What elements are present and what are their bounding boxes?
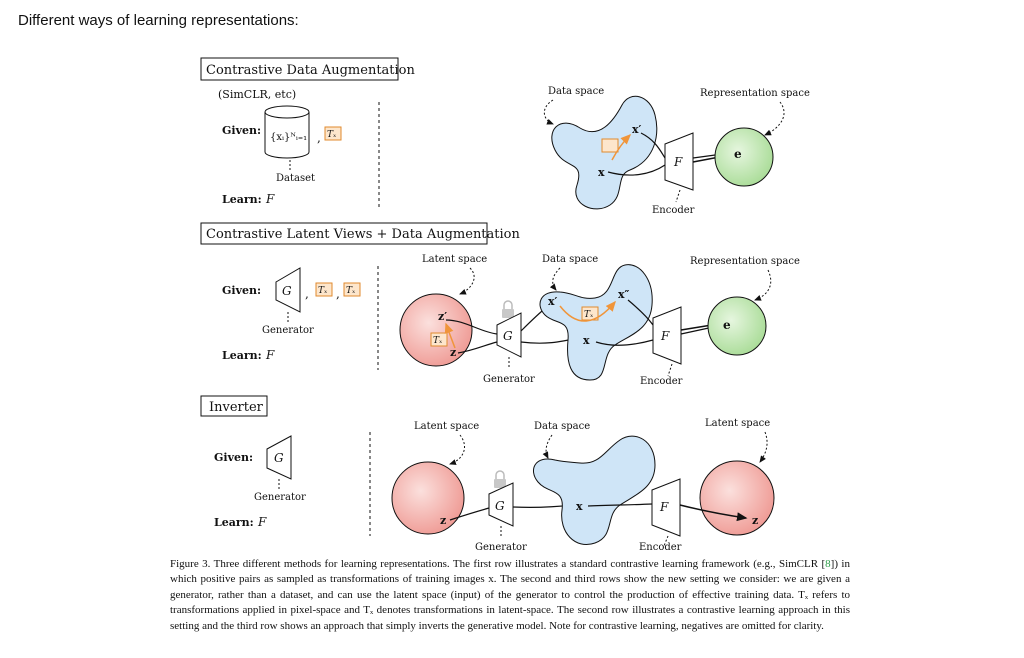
row1-encoder-trapezoid: [664, 132, 694, 191]
row2-title-box: [200, 222, 488, 245]
caption-citation-link[interactable]: 8: [825, 558, 831, 570]
row2-lock-icon: [502, 300, 514, 318]
row1-dataset-math: {xᵢ}ᴺᵢ₌₁: [270, 132, 307, 143]
row2-x: x: [583, 334, 590, 347]
row3-given-label: Given:: [214, 451, 253, 464]
row1-dataset-label: Dataset: [276, 173, 315, 184]
row2-tz-1: Tₓ: [318, 286, 328, 296]
row2-z: z: [450, 346, 456, 359]
svg-text:,: ,: [305, 287, 309, 301]
row2-learn-label: Learn:: [222, 349, 262, 362]
row2-latent-circle: [399, 293, 473, 367]
row2-latent-label: Latent space: [422, 254, 487, 265]
dataset-cylinder-icon: [264, 105, 310, 159]
row2-representation-label: Representation space: [690, 256, 800, 267]
row3-latent-right-circle: [699, 460, 775, 536]
row1-e: e: [734, 147, 742, 161]
row2-G: G: [282, 284, 292, 298]
row3-generator-diagram-label: Generator: [475, 542, 527, 553]
row1-F: F: [673, 155, 683, 169]
row3-generator-trapezoid: [488, 482, 514, 527]
row1-representation-circle: [714, 127, 774, 187]
row2-tx: Tₓ: [346, 286, 356, 296]
row3-data-space-blob: [533, 435, 656, 545]
row1-x-prime: x′: [632, 123, 642, 136]
row2-generator-trapezoid: [496, 312, 522, 358]
page-heading: Different ways of learning representatio…: [18, 12, 299, 29]
row1-title-box: [200, 57, 399, 81]
row1-data-space-label: Data space: [548, 86, 604, 97]
row1-learn-var: F: [265, 192, 275, 206]
row2-encoder-label: Encoder: [640, 376, 683, 387]
row2-data-space-blob: [539, 264, 653, 381]
svg-text:,: ,: [317, 131, 321, 145]
row2-given-label: Given:: [222, 284, 261, 297]
caption-part1: Figure 3. Three different methods for le…: [170, 558, 826, 570]
figure-caption: Figure 3. Three different methods for le…: [170, 557, 850, 634]
row3-encoder-trapezoid: [651, 478, 681, 537]
row2-tx-blob: Tₓ: [584, 310, 594, 320]
row2-generator-diagram-label: Generator: [483, 374, 535, 385]
row2-z-prime: z′: [438, 310, 447, 323]
row1-x: x: [598, 166, 605, 179]
row3-generator-label: Generator: [254, 492, 306, 503]
row3-G: G: [274, 451, 284, 465]
row3-title-box: [200, 395, 268, 417]
row1-given-label: Given:: [222, 124, 261, 137]
row3-encoder-label: Encoder: [639, 542, 682, 553]
row3-lock-icon: [494, 470, 506, 488]
row1-tx-box: [324, 126, 342, 141]
row1-title: Contrastive Data Augmentation: [206, 63, 415, 78]
row3-learn-var: F: [257, 515, 267, 529]
row3-latent-left-circle: [391, 461, 465, 535]
row1-subtitle: (SimCLR, etc): [218, 88, 296, 101]
row2-x-prime: x′: [548, 295, 558, 308]
row2-data-space-label: Data space: [542, 254, 598, 265]
row2-generator-icon: [275, 267, 301, 313]
row2-tx-box: [343, 282, 361, 297]
row2-title: Contrastive Latent Views + Data Augmenta…: [206, 227, 520, 242]
row1-tx: Tₓ: [327, 130, 337, 140]
row2-tz-circle: Tₓ: [433, 336, 443, 346]
row3-learn-label: Learn:: [214, 516, 254, 529]
row2-generator-label: Generator: [262, 325, 314, 336]
row2-F: F: [660, 329, 670, 343]
row2-tz-box-1: [315, 282, 333, 297]
row3-title: Inverter: [209, 400, 264, 415]
row3-F: F: [659, 500, 669, 514]
row2-e: e: [723, 318, 731, 332]
row-contrastive-data-augmentation: Contrastive Data Augmentation (SimCLR, e…: [200, 57, 810, 216]
row2-tz-circle-box: [430, 332, 448, 347]
row2-x-dprime: x″: [618, 288, 630, 301]
row1-learn-label: Learn:: [222, 193, 262, 206]
row2-representation-circle: [707, 296, 767, 356]
row3-x: x: [576, 500, 583, 513]
row-inverter: Inverter Given: G Generator Learn: F Lat…: [200, 395, 775, 553]
row3-generator-icon: [266, 435, 292, 480]
row2-encoder-trapezoid: [652, 306, 682, 365]
row1-encoder-label: Encoder: [652, 205, 695, 216]
row2-learn-var: F: [265, 348, 275, 362]
row3-data-space-label: Data space: [534, 421, 590, 432]
row-latent-views: Contrastive Latent Views + Data Augmenta…: [200, 222, 800, 387]
row3-latent-left-label: Latent space: [414, 421, 479, 432]
row1-representation-label: Representation space: [700, 88, 810, 99]
row2-G-diagram: G: [503, 329, 513, 343]
row3-z: z: [440, 514, 446, 527]
row3-z-out: z: [752, 514, 758, 527]
row1-data-space-blob: [551, 95, 658, 210]
svg-text:,: ,: [336, 287, 340, 301]
caption-part2: ]) in which positive pairs as sampled as…: [170, 558, 850, 632]
row1-tx-blob-box: [601, 138, 619, 153]
row3-latent-right-label: Latent space: [705, 418, 770, 429]
row3-G-diagram: G: [495, 499, 505, 513]
